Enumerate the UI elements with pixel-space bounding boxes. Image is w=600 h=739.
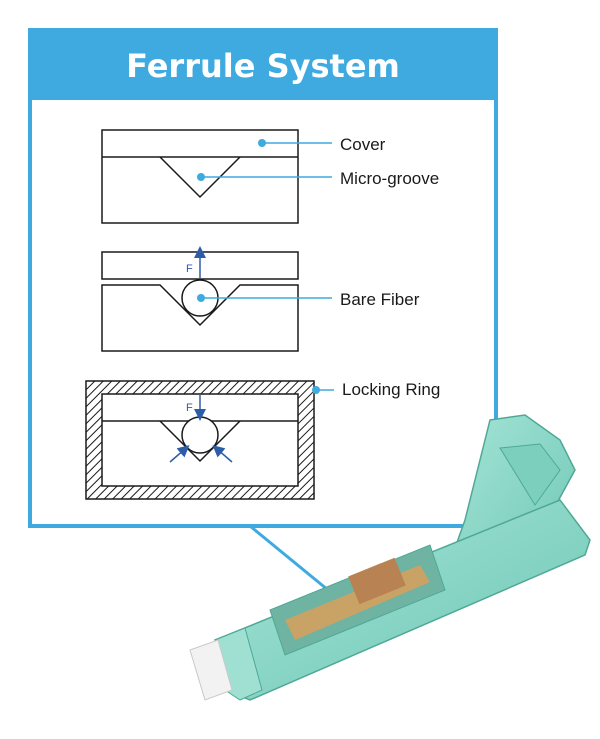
micro-groove-shape [159,156,241,199]
label-bare-fiber: Bare Fiber [340,290,420,309]
clip-block [348,557,406,605]
panel-title: Ferrule System [126,47,400,85]
diagram-bare-fiber: F Bare Fiber [101,246,420,352]
diagram-locking-ring: F Locking Ring [85,380,440,500]
force-label-up: F [186,263,193,275]
label-locking-ring: Locking Ring [342,380,440,399]
side-arrow-right [212,445,233,463]
groove-base [101,284,299,352]
force-label-down: F [186,402,193,414]
ring-fiber-circle [181,416,219,454]
panel-header [30,30,496,100]
label-micro-groove: Micro-groove [340,169,439,188]
ring-groove-shape [159,420,241,463]
connector-illustration [189,414,591,701]
diagram-cover-groove: Cover Micro-groove [101,129,439,224]
side-arrow-left [169,445,190,463]
label-cover: Cover [340,135,386,154]
ferrule-tip [189,639,233,701]
lever-slot [499,443,561,506]
